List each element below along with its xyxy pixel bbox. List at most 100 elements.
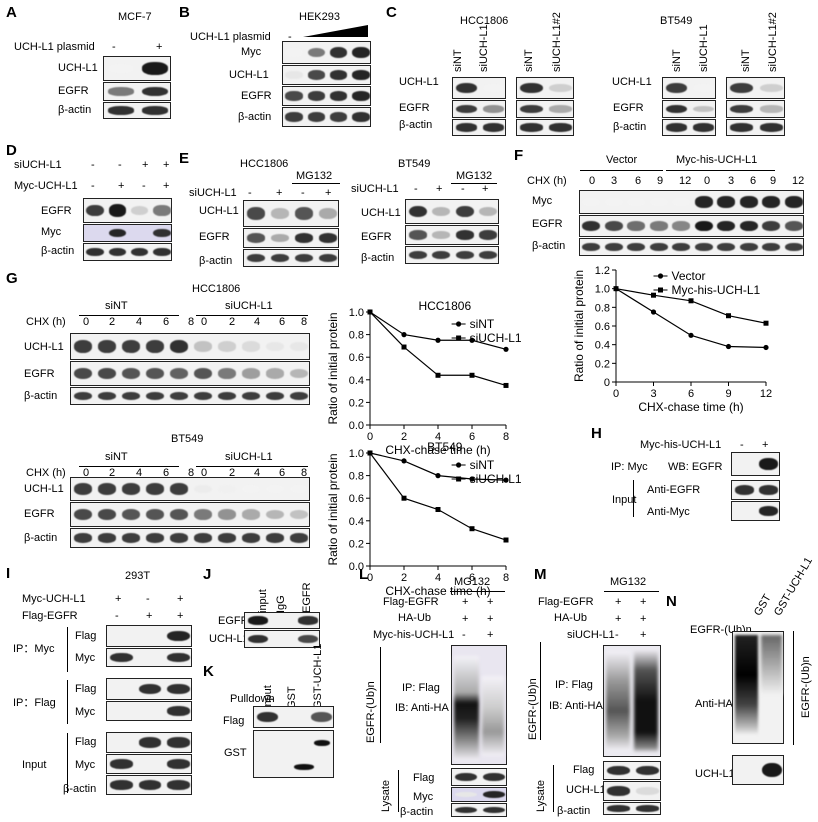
blot-actin [405, 246, 499, 264]
time-label: 6 [163, 467, 170, 479]
bracket-line [67, 680, 68, 724]
data-point [401, 458, 407, 464]
panel-letter-h: H [591, 425, 602, 442]
row-label: β-actin [613, 121, 647, 133]
lysate-label: Lysate [380, 779, 392, 812]
protein-band [455, 772, 477, 782]
cell-line-label: HEK293 [299, 11, 340, 23]
protein-band [217, 341, 237, 352]
row-label: Flag [75, 683, 97, 695]
protein-band [759, 458, 779, 470]
row-label: EGFR [24, 368, 55, 380]
time-label: 4 [254, 316, 261, 328]
row-label: β-actin [24, 532, 58, 544]
sign: + [462, 612, 469, 625]
y-axis-label: Ratio of initial protein [572, 270, 586, 382]
protein-band [289, 368, 309, 379]
series-line-siNT [369, 311, 507, 350]
time-label: 3 [611, 175, 618, 187]
protein-band [482, 123, 505, 132]
legend-label: siNT [470, 458, 495, 472]
bracket-line [67, 733, 68, 793]
protein-band [265, 533, 285, 543]
blot-myc [282, 41, 371, 64]
data-point [651, 292, 656, 298]
protein-band [432, 250, 451, 260]
protein-band [169, 391, 189, 401]
protein-band [482, 105, 505, 113]
row-label: Myc [41, 226, 62, 238]
data-point [435, 372, 441, 378]
protein-band [759, 83, 783, 93]
row-label: β-actin [58, 104, 92, 116]
protein-band [193, 484, 213, 494]
chart-title: BT549 [427, 440, 463, 454]
data-point [613, 286, 619, 292]
protein-band [121, 533, 141, 543]
protein-band [217, 368, 237, 379]
protein-band [145, 367, 165, 380]
chart-title: HCC1806 [418, 299, 471, 313]
panel-letter-d: D [6, 142, 17, 159]
blot-uch-l1 [603, 781, 661, 801]
y-axis-label: Ratio of initial protein [326, 453, 340, 565]
protein-band [694, 196, 713, 208]
sign: - [288, 31, 292, 43]
blot-actin [106, 775, 192, 795]
blot-flag [253, 706, 334, 728]
sign: + [640, 612, 647, 625]
protein-band [138, 737, 162, 748]
data-point [613, 286, 619, 292]
protein-band [582, 242, 601, 252]
y-tick-label: 0.6 [595, 321, 610, 333]
condition-label: Myc-UCH-L1 [14, 180, 78, 192]
time-label: 6 [635, 175, 642, 187]
protein-band [483, 772, 505, 782]
x-tick-label: 2 [401, 431, 407, 443]
protein-band [241, 391, 261, 401]
data-point [401, 344, 407, 350]
protein-band [483, 790, 505, 799]
protein-band [169, 533, 189, 543]
data-point [435, 337, 441, 343]
protein-band [318, 233, 338, 243]
protein-band [298, 616, 319, 625]
protein-band [270, 253, 290, 263]
lane-label: siUCH-L1#2 [767, 12, 779, 72]
blot-egfr [405, 225, 499, 245]
protein-band [167, 706, 190, 716]
protein-band [455, 104, 478, 114]
data-point [503, 382, 509, 388]
blot-input-egfr [731, 480, 780, 500]
panel-letter-f: F [514, 147, 524, 164]
protein-band [145, 533, 165, 543]
x-tick-label: 4 [435, 431, 441, 443]
row-label: β-actin [557, 805, 591, 817]
bracket-line [196, 466, 308, 467]
legend-label: Vector [672, 269, 706, 283]
blot-myc [451, 787, 507, 802]
blot-actin [70, 387, 310, 405]
protein-band [167, 759, 190, 769]
time-label: 0 [704, 175, 711, 187]
cell-line-label: MCF-7 [118, 11, 152, 23]
time-label: 2 [109, 467, 116, 479]
y-tick-label: 1.2 [595, 265, 610, 277]
sign: - [248, 187, 252, 199]
protein-band [520, 123, 543, 132]
protein-band [141, 106, 169, 115]
panel-letter-a: A [6, 4, 17, 21]
protein-band [241, 484, 261, 494]
condition-label: siUCH-L1 [189, 187, 237, 199]
blot-myc [106, 648, 192, 667]
lane-label: GST [752, 592, 774, 618]
protein-band [121, 367, 141, 380]
blot-flag [106, 732, 192, 753]
blot-myc [106, 754, 192, 774]
lane-label: input [257, 589, 269, 613]
protein-band [759, 123, 783, 132]
protein-band [649, 242, 668, 252]
protein-band [329, 91, 348, 101]
data-point [763, 344, 769, 351]
legend-label: siUCH-L1 [470, 331, 522, 345]
